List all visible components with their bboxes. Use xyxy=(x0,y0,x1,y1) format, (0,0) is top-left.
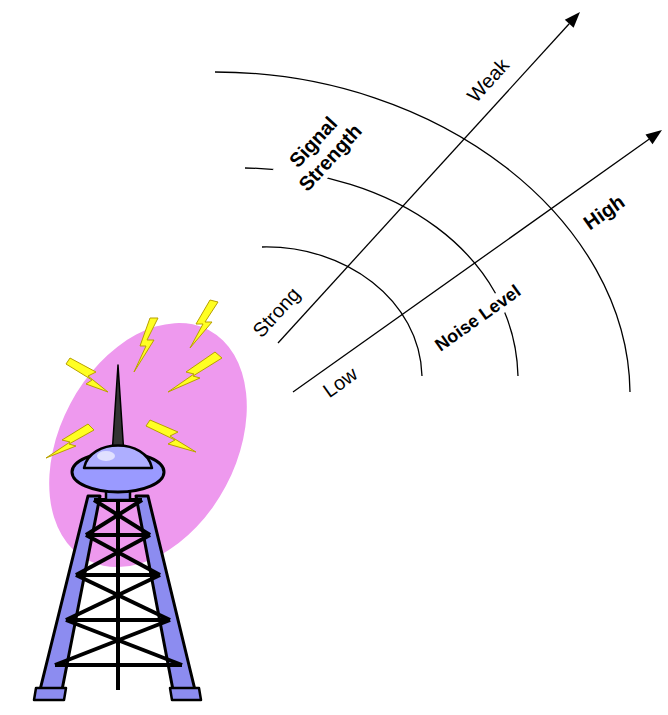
range-arc xyxy=(245,168,518,376)
axis-end-label: Weak xyxy=(461,52,515,108)
lightning-bolt xyxy=(146,420,196,452)
tower-highlight xyxy=(97,451,115,461)
range-arc xyxy=(215,72,630,392)
label-anchor: Weak xyxy=(461,52,515,108)
axis-end-label: High xyxy=(578,189,631,236)
axis-arrow xyxy=(293,139,649,392)
tower-foot xyxy=(170,688,201,700)
tower-dome xyxy=(84,446,152,469)
label-anchor: Low xyxy=(317,361,364,403)
lightning-bolt xyxy=(168,352,222,392)
lightning-bolt xyxy=(134,318,158,372)
tower-brace xyxy=(76,535,150,575)
arrow-head xyxy=(565,12,580,28)
tower-brace xyxy=(76,575,170,620)
tower-foot xyxy=(34,688,66,700)
axis-title: Noise Level xyxy=(430,279,527,356)
tower-brace xyxy=(66,620,182,665)
arrow-head xyxy=(646,130,663,144)
tower-leg xyxy=(136,496,195,690)
tower-brace xyxy=(66,575,160,620)
tower-brace xyxy=(86,535,160,575)
tower-brace xyxy=(94,500,150,535)
label-anchor: Noise Level xyxy=(430,279,527,356)
tower-antenna xyxy=(112,365,124,455)
label-anchor: High xyxy=(578,189,631,236)
lightning-bolt xyxy=(66,358,108,392)
axis-start-label: Low xyxy=(317,361,364,403)
lightning-bolts xyxy=(46,300,222,458)
radio-tower xyxy=(34,365,201,700)
lightning-bolt xyxy=(46,424,94,458)
tower-brace xyxy=(55,620,170,665)
label-anchor: Strong xyxy=(246,281,305,343)
lightning-bolt xyxy=(190,300,218,348)
axis-start-label: Strong xyxy=(246,281,305,343)
tower-brace xyxy=(86,500,142,535)
tower-brace xyxy=(116,500,120,690)
